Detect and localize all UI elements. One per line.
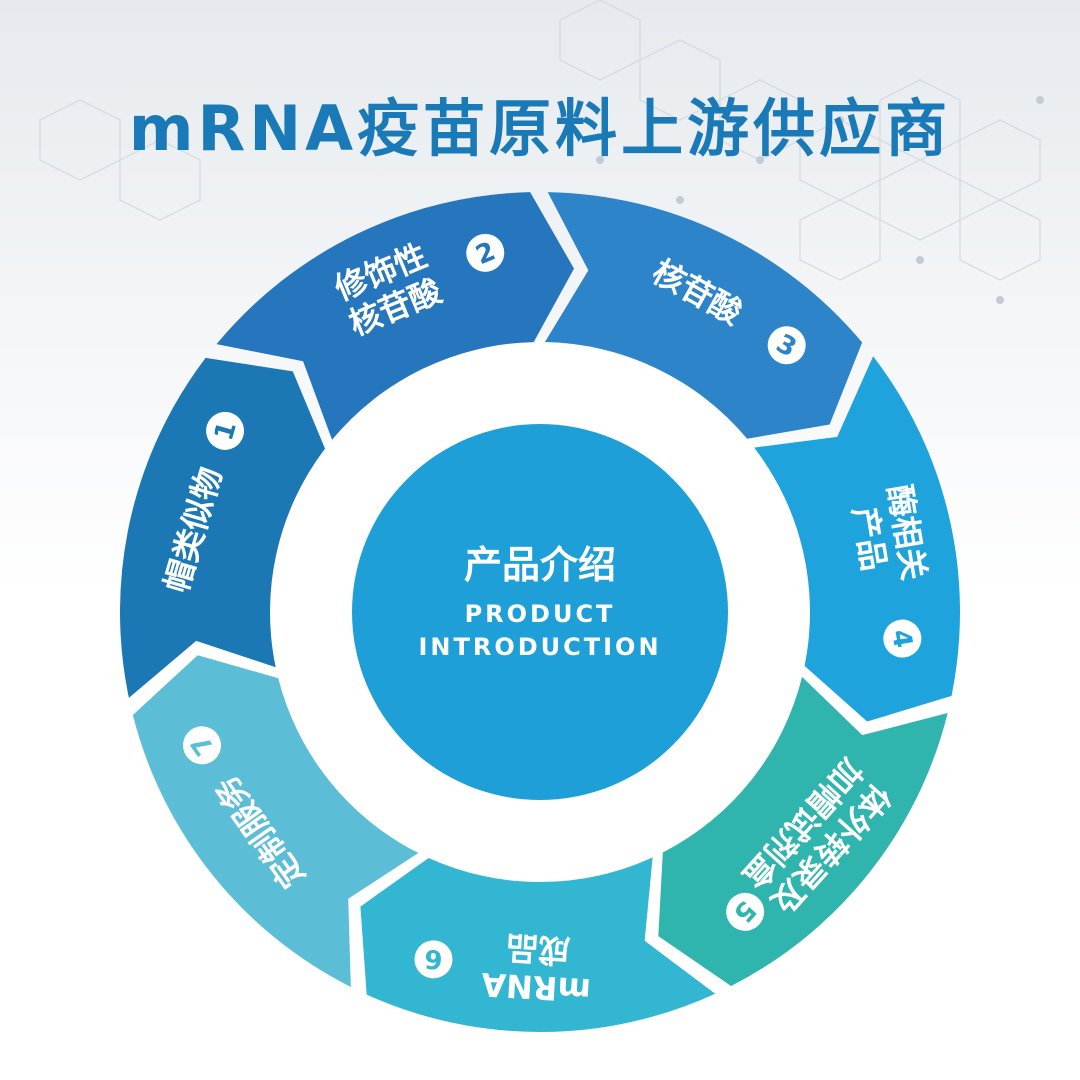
segment-3-number-badge xyxy=(767,326,806,365)
hexagon-pattern xyxy=(39,0,1041,281)
ring-segment-6 xyxy=(360,857,716,1032)
segment-4-number: 4 xyxy=(885,627,918,650)
segment-2-number-badge xyxy=(466,233,505,272)
page-title: mRNA疫苗原料上游供应商 xyxy=(128,92,952,165)
center-title: 产品介绍 xyxy=(464,543,616,587)
segment-6-text-line-2: 成品 xyxy=(505,928,571,970)
center-subtitle-line2: INTRODUCTION xyxy=(418,633,661,661)
segment-4-number-badge xyxy=(883,619,922,658)
segment-7-number-badge xyxy=(183,726,222,765)
ring-segment-1 xyxy=(120,357,326,698)
ring-segment-3 xyxy=(544,192,863,439)
segment-1-number-badge xyxy=(206,411,245,450)
center-subtitle-line1: PRODUCT xyxy=(465,600,616,628)
center-circle xyxy=(352,424,728,800)
segment-6-number-badge xyxy=(414,940,453,979)
segment-5-number-badge xyxy=(726,892,765,931)
network-nodes xyxy=(596,96,1044,304)
segment-6-number: 6 xyxy=(424,943,444,974)
segment-6-text-line-1: mRNA xyxy=(480,965,592,1009)
